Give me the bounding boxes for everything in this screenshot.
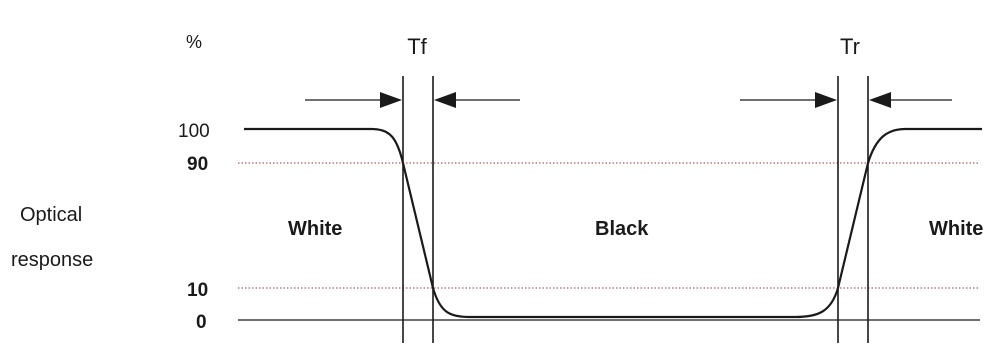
- level-label-10: 10: [187, 280, 208, 301]
- level-label-90: 90: [187, 154, 208, 175]
- level-label-100: 100: [178, 121, 210, 142]
- y-axis-label-line2: response: [11, 249, 93, 271]
- tf-label: Tf: [407, 34, 427, 59]
- y-axis-label-line1: Optical: [20, 204, 82, 226]
- state-label-black: Black: [595, 218, 649, 240]
- tf-right-arrowhead: [434, 92, 456, 108]
- tr-label: Tr: [840, 34, 860, 59]
- response-curve: [244, 127, 982, 319]
- unit-label: %: [186, 32, 202, 52]
- tr-left-arrowhead: [815, 92, 837, 108]
- tr-right-arrowhead: [869, 92, 891, 108]
- state-label-white-left: White: [288, 218, 342, 240]
- state-label-white-right: White: [929, 218, 983, 240]
- tf-left-arrowhead: [380, 92, 402, 108]
- level-label-0: 0: [196, 312, 207, 333]
